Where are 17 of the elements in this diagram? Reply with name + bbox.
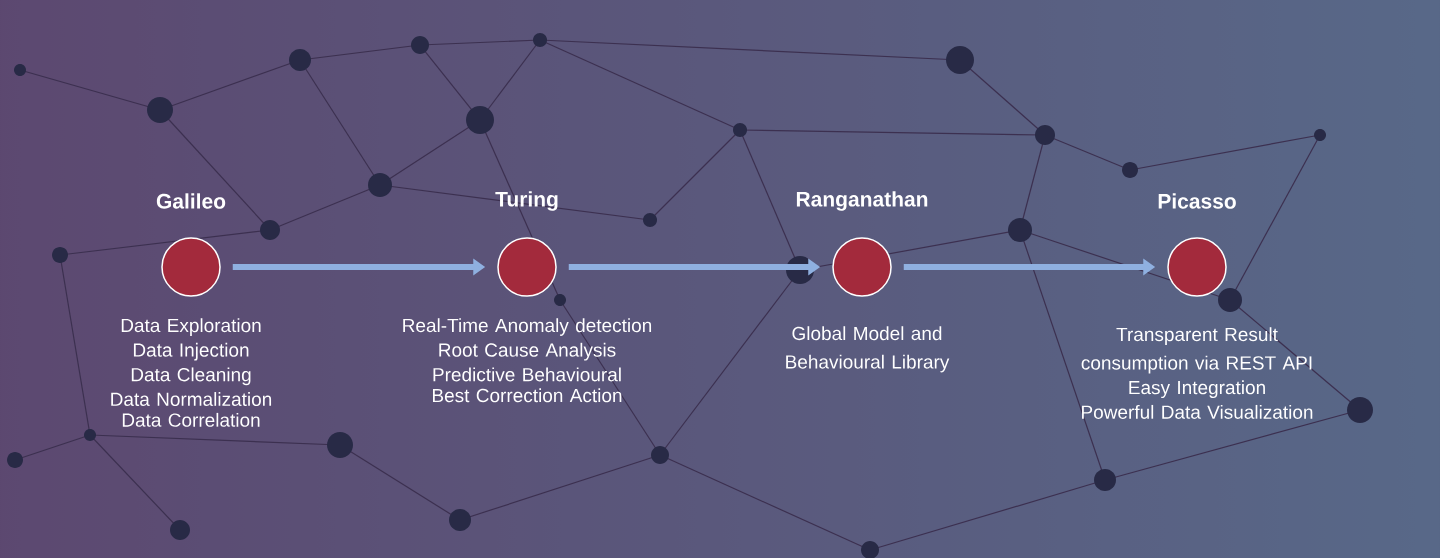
caption-text: Predictive Behavioural	[433, 367, 621, 382]
node-heading: Picasso	[1158, 193, 1236, 209]
caption-text: Root Cause Analysis	[439, 342, 616, 361]
caption-text: Data Injection	[133, 342, 249, 361]
node-heading: Galileo	[156, 193, 226, 209]
caption-text: Data Correlation	[122, 412, 260, 427]
caption-text: Data Cleaning	[131, 367, 251, 386]
caption-text: Easy Integration	[1129, 380, 1265, 398]
caption-text: Real-Time Anomaly detection	[403, 318, 652, 336]
node-heading: Turing	[495, 191, 558, 211]
caption-text: Data Normalization	[111, 392, 272, 406]
caption-text: Best Correction Action	[433, 388, 622, 403]
caption-text: Data Exploration	[121, 318, 261, 336]
caption-text: Transparent Result consumption via REST API	[1081, 327, 1312, 374]
caption-text: Global Model and Behavioural Library	[786, 326, 950, 373]
caption-text: Powerful Data Visualization	[1082, 404, 1313, 419]
node-heading: Ranganathan	[796, 191, 928, 211]
